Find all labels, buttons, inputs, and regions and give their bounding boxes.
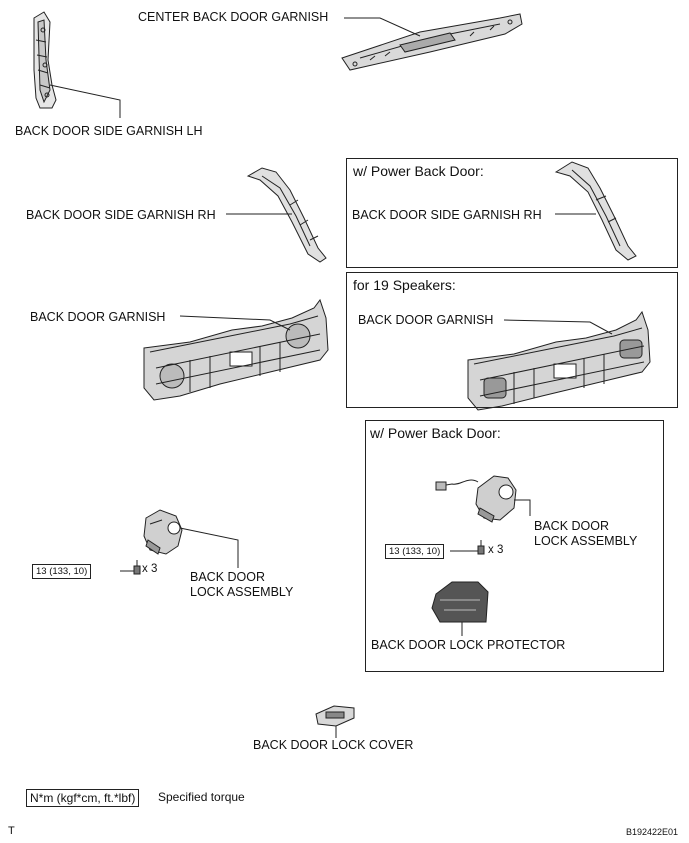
back-door-lock-assembly-shape <box>143 509 183 555</box>
back-door-garnish-shape <box>143 298 329 401</box>
leader-center <box>344 17 421 37</box>
back-door-side-garnish-lh-shape <box>33 11 57 109</box>
power-lock-assembly-shape <box>435 475 517 523</box>
footer-left-mark: T <box>8 825 15 837</box>
legend-unit: N*m (kgf*cm, ft.*lbf) <box>26 789 140 807</box>
back-door-garnish-19sp-shape <box>467 310 651 411</box>
leader-lock <box>179 527 239 568</box>
label-power-lock-line1: BACK DOOR <box>534 519 610 533</box>
label-rh-garnish-power: BACK DOOR SIDE GARNISH RH <box>352 208 542 222</box>
box-power-back-door-lock: w/ Power Back Door: BACK DOOR LOCK ASSEM… <box>365 420 664 672</box>
label-lock-assembly-line1: BACK DOOR <box>190 570 266 584</box>
box-title-power-back-door: w/ Power Back Door: <box>353 163 484 179</box>
label-back-door-side-garnish-rh: BACK DOOR SIDE GARNISH RH <box>26 208 216 222</box>
rh-garnish-power-shape <box>554 161 637 261</box>
label-lock-assembly-line2: LOCK ASSEMBLY <box>190 585 294 599</box>
label-power-lock-line2: LOCK ASSEMBLY <box>534 534 638 548</box>
torque-spec-power: 13 (133, 10) <box>385 544 445 559</box>
label-center-back-door-garnish: CENTER BACK DOOR GARNISH <box>138 10 329 24</box>
bolt-quantity-main: x 3 <box>142 563 158 575</box>
leader-lh <box>49 84 121 118</box>
leader-power-lock <box>514 499 531 516</box>
box-19-speakers: for 19 Speakers: BACK DOOR GARNISH <box>346 272 678 408</box>
back-door-lock-protector-shape <box>431 581 489 623</box>
leader-garnish-19 <box>503 319 613 335</box>
box-title-power-back-door-lock: w/ Power Back Door: <box>370 425 501 441</box>
bolt-quantity-power: x 3 <box>488 544 504 556</box>
label-back-door-garnish: BACK DOOR GARNISH <box>30 310 166 324</box>
leader-garnish <box>179 315 291 331</box>
bolt-power-icon <box>477 540 485 555</box>
label-lock-protector: BACK DOOR LOCK PROTECTOR <box>371 638 566 652</box>
bolt-icon <box>133 560 141 575</box>
footer-figure-id: B192422E01 <box>626 827 679 837</box>
label-back-door-side-garnish-lh: BACK DOOR SIDE GARNISH LH <box>15 124 203 138</box>
back-door-side-garnish-rh-shape <box>246 167 327 263</box>
torque-spec-main: 13 (133, 10) <box>32 564 92 579</box>
center-back-door-garnish-shape <box>341 13 523 71</box>
box-title-19-speakers: for 19 Speakers: <box>353 277 456 293</box>
legend-text: Specified torque <box>158 790 245 804</box>
back-door-lock-cover-shape <box>315 705 355 727</box>
box-power-back-door-rh: w/ Power Back Door: BACK DOOR SIDE GARNI… <box>346 158 678 268</box>
label-garnish-19-speakers: BACK DOOR GARNISH <box>358 313 494 327</box>
label-back-door-lock-cover: BACK DOOR LOCK COVER <box>253 738 414 752</box>
